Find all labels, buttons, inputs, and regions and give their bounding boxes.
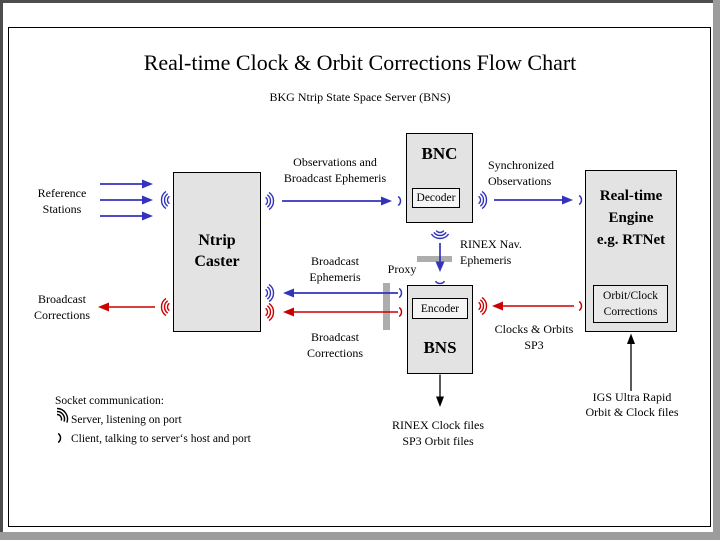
- node-bnc: [406, 133, 473, 223]
- legend-socket-client-arc-icon: [57, 432, 62, 444]
- window-frame-top: [0, 0, 720, 3]
- socket-server-waves-icon: [260, 191, 275, 211]
- synchronized-observations-arrow: [494, 195, 573, 205]
- socket-client-arc-icon: [578, 194, 583, 206]
- node-bns-label: BNS: [423, 338, 457, 357]
- label-broadcast-corrections-mid: Broadcast Corrections: [307, 330, 363, 360]
- socket-server-waves-icon: [160, 297, 175, 317]
- socket-client-arc-icon: [578, 300, 583, 312]
- socket-client-arc-icon: [398, 287, 403, 299]
- broadcast-corrections-mid-arrow: [283, 307, 398, 317]
- window-frame-left: [0, 0, 3, 540]
- socket-client-arc-icon: [434, 280, 446, 285]
- broadcast-ephemeris-arrow: [283, 288, 398, 298]
- label-proxy: Proxy: [387, 262, 417, 276]
- node-bnc-label: BNC: [421, 144, 458, 163]
- legend-socket-server-waves-icon: [50, 405, 72, 428]
- label-igs-ultra-rapid: IGS Ultra Rapid Orbit & Clock files: [585, 390, 679, 419]
- socket-server-waves-icon: [473, 296, 488, 316]
- node-bns-encoder: Encoder: [412, 298, 468, 319]
- label-rinex-clock-files: RINEX Clock files SP3 Orbit files: [392, 418, 484, 448]
- legend-title: Socket communication:: [55, 395, 164, 407]
- node-realtime-engine-label: Real-time Engine e.g. RTNet: [596, 188, 666, 248]
- broadcast-corrections-out-arrow: [98, 302, 155, 312]
- node-ntrip-caster: [173, 172, 261, 332]
- label-observations-and-ephemeris: Observations and Broadcast Ephemeris: [283, 155, 387, 185]
- page-title: Real-time Clock & Orbit Corrections Flow…: [143, 50, 577, 75]
- socket-server-waves-icon: [260, 302, 275, 322]
- label-synchronized-observations: Synchronized Observations: [488, 158, 554, 188]
- node-ntrip-caster-label: Ntrip Caster: [194, 232, 240, 270]
- reference-stations-arrows: [100, 179, 153, 221]
- legend-server-text: Server, listening on port: [71, 414, 182, 426]
- label-broadcast-ephemeris: Broadcast Ephemeris: [309, 254, 361, 284]
- legend-client-text: Client, talking to server‘s host and por…: [71, 433, 251, 445]
- label-rinex-nav-ephemeris: RINEX Nav. Ephemeris: [460, 237, 522, 267]
- label-broadcast-corrections-left: Broadcast Corrections: [34, 292, 90, 322]
- socket-server-waves-icon: [260, 283, 275, 303]
- socket-client-arc-icon: [397, 195, 402, 207]
- socket-server-waves-icon: [430, 225, 450, 240]
- observations-arrow: [282, 196, 392, 206]
- proxy-bar-vertical: [383, 283, 390, 330]
- clocks-orbits-arrow: [492, 301, 574, 311]
- window-frame-right: [713, 0, 720, 540]
- page-subtitle: BKG Ntrip State Space Server (BNS): [269, 90, 451, 104]
- rinex-clock-files-arrow: [436, 374, 444, 407]
- socket-server-waves-icon: [473, 190, 488, 210]
- igs-input-arrow: [627, 333, 635, 391]
- rinex-nav-arrow: [435, 243, 445, 272]
- chart-border: [8, 27, 711, 527]
- socket-server-waves-icon: [160, 190, 175, 210]
- label-clocks-orbits-sp3: Clocks & Orbits SP3: [494, 322, 574, 352]
- socket-client-arc-icon: [398, 306, 403, 318]
- proxy-bar-horizontal: [417, 256, 452, 262]
- node-bnc-decoder: Decoder: [412, 188, 460, 208]
- window-frame-bottom: [0, 532, 720, 540]
- node-orbit-clock-corrections: Orbit/Clock Corrections: [593, 285, 668, 323]
- label-reference-stations: Reference Stations: [37, 186, 87, 216]
